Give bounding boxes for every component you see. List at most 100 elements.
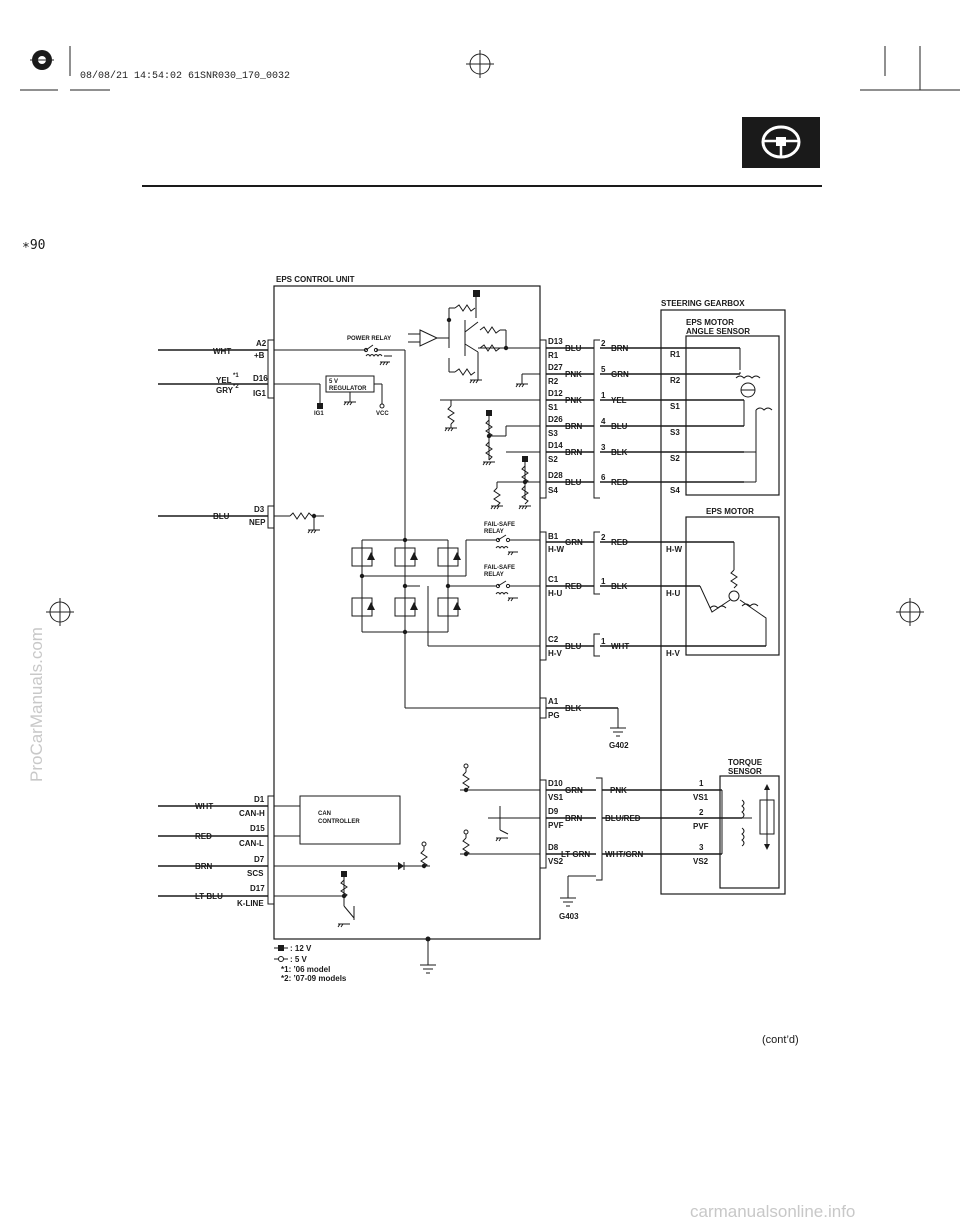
wire-color-d9: BRN <box>565 814 583 823</box>
driver-circuit <box>408 290 540 384</box>
gear-pin-s2: S2 <box>670 454 680 463</box>
legend-note-2: *2: ’07-09 models <box>281 974 347 983</box>
angle-sensor-title-1: EPS MOTOR <box>686 318 734 327</box>
signal-scs: SCS <box>247 869 264 878</box>
signal-can-l: CAN-L <box>239 839 264 848</box>
pin-d7: D7 <box>254 855 265 864</box>
fet-q2 <box>394 540 418 586</box>
fet-q1 <box>351 540 375 576</box>
gear-pin-vs2: VS2 <box>693 857 709 866</box>
connector-bracket-angle <box>540 339 547 499</box>
g402-ground <box>610 708 626 737</box>
connector-bracket-can <box>267 795 274 905</box>
signal-h-w: H-W <box>548 545 564 554</box>
pin-d8: D8 <box>548 843 559 852</box>
legend-5v: : 5 V <box>290 955 308 964</box>
failsafe-relay-label-2a: FAIL-SAFE <box>484 565 515 571</box>
regulator-wiring <box>317 383 385 409</box>
motor-wire-h-v: WHT <box>611 642 629 651</box>
wire-color-d8: LT GRN <box>561 850 590 859</box>
power-relay-symbol <box>274 344 405 366</box>
legend-note-1: *1: ’06 model <box>281 965 330 974</box>
gear-pin-s4: S4 <box>670 486 680 495</box>
g403-ground <box>560 875 596 907</box>
wire-color-wht-2: WHT <box>195 802 213 811</box>
pin-d10: D10 <box>548 779 563 788</box>
regulator-label-2: REGULATOR <box>329 386 367 392</box>
term-motor-2: 2 <box>601 533 606 542</box>
failsafe-relay-label-1a: FAIL-SAFE <box>484 522 515 528</box>
gear-pin-h-u: H-U <box>666 589 680 598</box>
failsafe-relay-label-1b: RELAY <box>484 529 504 535</box>
intermediate-connector-torque <box>596 777 603 881</box>
motor-wire-s3: BLU <box>611 422 628 431</box>
pin-d14: D14 <box>548 441 563 450</box>
motor-wire-r1: BRN <box>611 344 629 353</box>
fet-q3 <box>437 540 461 586</box>
gearbox-pin-labels: R1 R2 S1 S3 S2 S4 H-W H-U H-V VS1 PVF VS… <box>666 350 709 866</box>
terminal-numbers: 2 5 1 4 3 6 2 1 1 1 2 3 <box>601 339 704 852</box>
wire-color-a1: BLK <box>565 704 582 713</box>
pin-d15: D15 <box>250 824 265 833</box>
term-angle-6: 6 <box>601 473 606 482</box>
term-torque-2: 2 <box>699 808 704 817</box>
wire-color-d12: PNK <box>565 396 582 405</box>
term-torque-1: 1 <box>699 779 704 788</box>
ecu-title: EPS CONTROL UNIT <box>276 275 355 284</box>
signal-s2: S2 <box>548 455 558 464</box>
connector-bracket-top <box>267 339 274 399</box>
gear-pin-pvf: PVF <box>693 822 709 831</box>
wire-color-d27: PNK <box>565 370 582 379</box>
signal-k-line: K-LINE <box>237 899 264 908</box>
term-angle-5: 5 <box>601 365 606 374</box>
regulator-label-1: 5 V <box>329 379 338 385</box>
gear-pin-s1: S1 <box>670 402 680 411</box>
torque-wire-vs2: WHT/GRN <box>605 850 643 859</box>
angle-sensor-title-2: ANGLE SENSOR <box>686 327 750 336</box>
motor-wire-h-u: BLK <box>611 582 628 591</box>
resolver-windings <box>735 348 773 483</box>
wire-color-c1: RED <box>565 582 582 591</box>
ecu-side-wire-colors: BLU PNK PNK BRN BRN BLU GRN RED BLU BLK … <box>561 344 590 859</box>
signal-s1: S1 <box>548 403 558 412</box>
intermediate-connector-motor-2 <box>593 633 600 657</box>
pin-c2: C2 <box>548 635 559 644</box>
wire-color-yel: YEL <box>216 376 232 385</box>
signal-pvf: PVF <box>548 821 564 830</box>
motor-wire-r2: GRN <box>611 370 629 379</box>
nep-input-circuit <box>274 512 324 534</box>
signal-r2: R2 <box>548 377 559 386</box>
motor-windings <box>699 542 767 646</box>
failsafe-relay-1 <box>466 534 540 556</box>
torque-sensor-box <box>719 775 780 889</box>
g402-label: G402 <box>609 741 629 750</box>
motor-wire-s4: RED <box>611 478 628 487</box>
pin-d28: D28 <box>548 471 563 480</box>
pin-d17: D17 <box>250 884 265 893</box>
fet-q4 <box>351 576 375 632</box>
connector-bracket-pg <box>540 697 547 719</box>
torque-sensor-title-2: SENSOR <box>728 767 762 776</box>
pin-d13: D13 <box>548 337 563 346</box>
wire-color-d28: BLU <box>565 478 582 487</box>
signal-vs2: VS2 <box>548 857 564 866</box>
eps-motor-title: EPS MOTOR <box>706 507 754 516</box>
vcc-node-label: VCC <box>376 411 389 417</box>
can-controller-box <box>299 795 401 845</box>
wire-color-d10: GRN <box>565 786 583 795</box>
connector-bracket-torque <box>540 779 547 869</box>
eps-control-unit-box <box>273 285 541 940</box>
motor-wire-s2: BLK <box>611 448 628 457</box>
wire-color-c2: BLU <box>565 642 582 651</box>
pin-a1: A1 <box>548 697 559 706</box>
pin-a2: A2 <box>256 339 267 348</box>
torque-sensor-element <box>721 784 775 854</box>
torque-input-circuit <box>460 763 540 857</box>
bridge-supply <box>404 350 540 709</box>
wire-color-lt-blu: LT BLU <box>195 892 223 901</box>
gearbox-side-wire-colors: BRN GRN YEL BLU BLK RED RED BLK WHT PNK … <box>605 344 643 859</box>
signal-pg: PG <box>548 711 560 720</box>
continued-label: (cont’d) <box>762 1034 799 1046</box>
wire-color-d13: BLU <box>565 344 582 353</box>
left-wire-lines <box>158 349 268 897</box>
